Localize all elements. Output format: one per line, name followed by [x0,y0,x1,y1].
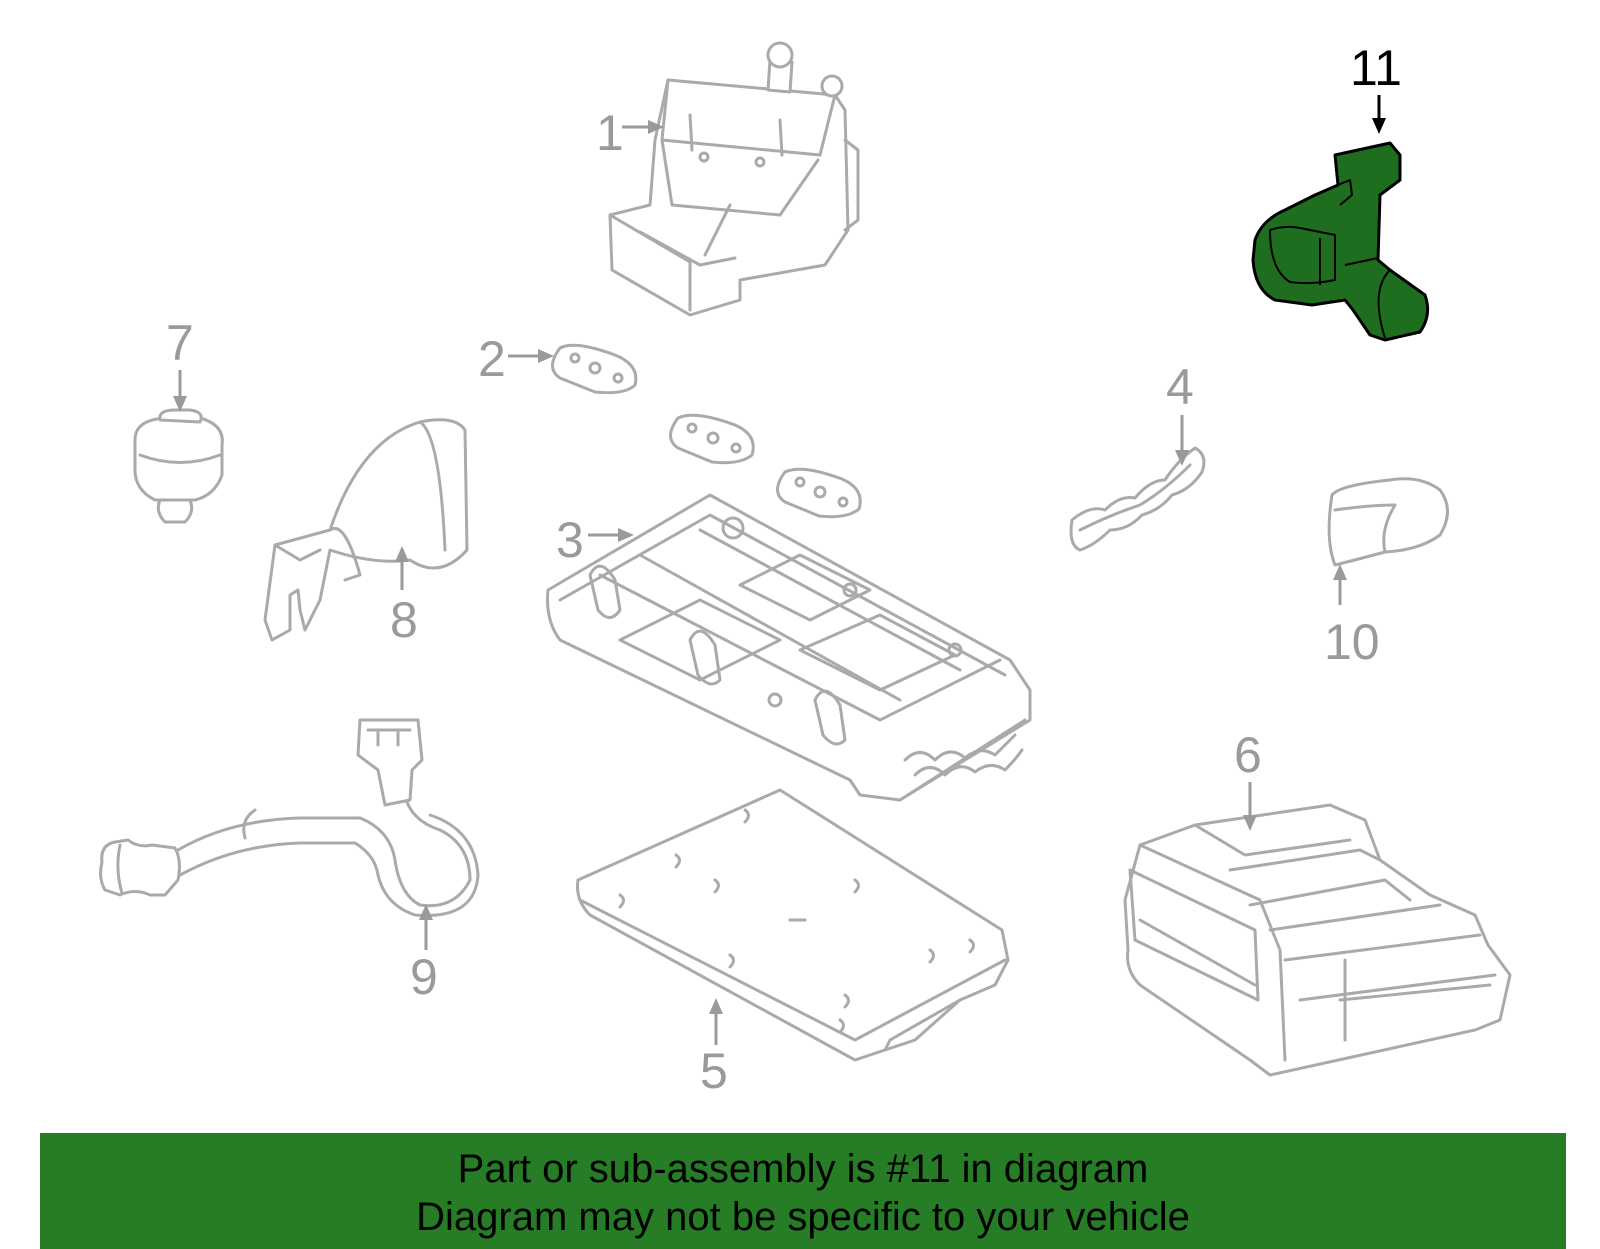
part-3[interactable] [546,493,1032,802]
part-9[interactable] [99,718,480,917]
callout-6: 6 [1234,727,1262,783]
callout-4: 4 [1166,359,1194,415]
callout-5: 5 [700,1043,728,1099]
callout-7: 7 [166,315,194,371]
callout-10: 10 [1324,614,1380,670]
parts-diagram: 1 2 3 4 [99,40,1512,1099]
part-11-highlighted[interactable] [1251,141,1430,342]
callout-2: 2 [478,331,506,387]
part-5[interactable] [576,788,1010,1062]
part-6[interactable] [1123,803,1512,1077]
callout-8: 8 [390,592,418,648]
part-1[interactable] [608,41,860,317]
part-4[interactable] [1069,446,1206,552]
info-banner: Part or sub-assembly is #11 in diagram D… [40,1133,1566,1249]
callout-1: 1 [596,105,624,161]
callout-11: 11 [1350,40,1402,96]
callout-3: 3 [556,512,584,568]
part-8[interactable] [263,418,469,642]
banner-line-part: Part or sub-assembly is #11 in diagram [457,1147,1149,1191]
callout-9: 9 [410,949,438,1005]
part-2[interactable] [551,343,862,519]
part-10[interactable] [1327,477,1449,567]
banner-line-disclaimer: Diagram may not be specific to your vehi… [416,1195,1190,1239]
part-7[interactable] [133,408,224,524]
